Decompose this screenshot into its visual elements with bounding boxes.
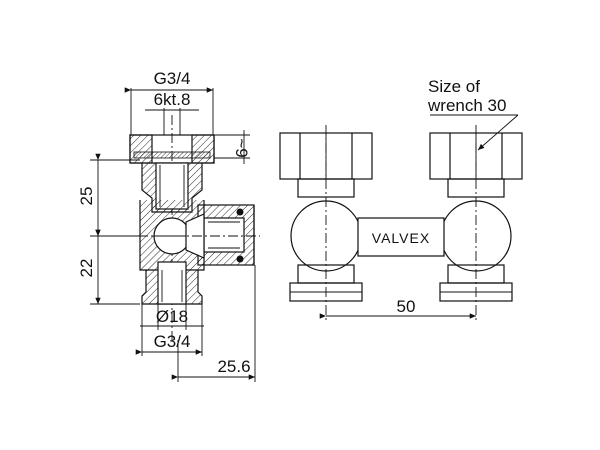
wrench-leader	[477, 114, 519, 151]
dim-bottom-thread: G3/4	[154, 332, 191, 351]
top-seal	[133, 151, 211, 159]
wrench-note-line1: Size of	[428, 77, 480, 96]
dim-upper-height: 25	[77, 187, 96, 206]
dim-lower-height: 22	[77, 259, 96, 278]
oring-bottom	[236, 255, 244, 263]
dim-bore: Ø18	[156, 307, 188, 326]
dim-hex: 6kt.8	[154, 90, 191, 109]
top-nut-left-wall	[129, 134, 153, 164]
oring-top	[236, 208, 244, 216]
wrench-note-line2: wrench 30	[427, 96, 506, 115]
dim-small-gap: ~9	[232, 138, 251, 157]
top-nut-right-wall	[191, 134, 215, 164]
front-view	[279, 114, 523, 320]
section-view	[120, 115, 260, 340]
brand-label: VALVEX	[372, 230, 430, 246]
lower-bore	[157, 261, 187, 305]
dimension-lines	[90, 87, 256, 382]
dim-top-thread: G3/4	[154, 69, 191, 88]
dim-offset: 25.6	[217, 357, 250, 376]
bridge	[357, 217, 445, 257]
side-insert	[203, 217, 245, 253]
dim-center-distance: 50	[397, 297, 416, 316]
